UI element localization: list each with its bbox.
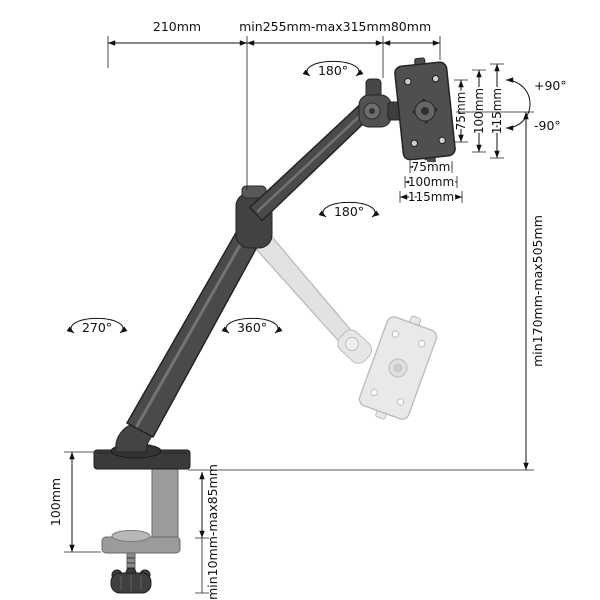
rotation-indicators: 180° 180° 270° 360° [66, 60, 380, 337]
dim-vesa-100-horizontal: 100mm [408, 175, 454, 189]
top-dimension-group: 210mm min255mm-max315mm 80mm [107, 19, 441, 190]
vesa-hole [431, 75, 440, 83]
dim-vesa-75-vertical: 75mm [454, 92, 468, 131]
vesa-hole [404, 77, 412, 86]
dim-extension-range: min255mm-max315mm [239, 19, 391, 34]
clamp-pad-disc [111, 530, 151, 542]
dim-vesa-115-vertical: 115mm [490, 88, 504, 134]
vesa-hole [410, 139, 419, 147]
base-swivel-label: 270° [82, 320, 112, 335]
dim-arm-reach: 210mm [153, 19, 201, 34]
clamp-assembly [93, 443, 191, 594]
desk-thickness-dim: min10mm-max85mm [195, 464, 220, 600]
upper-arm-highlight [256, 110, 366, 213]
tilt-up-label: +90° [534, 78, 567, 93]
vesa-hub-center [421, 107, 429, 115]
vesa-hole [438, 136, 446, 145]
vesa-horizontal-dims: 75mm 100mm 115mm [399, 158, 463, 206]
dim-vesa-100-vertical: 100mm [472, 88, 486, 134]
head-swivel-label: 180° [318, 63, 348, 78]
vesa-rotation-label: 180° [334, 204, 364, 219]
tilt-down-label: -90° [534, 118, 561, 133]
head-bolt-center [369, 108, 375, 114]
ghost-head-bolt [345, 337, 359, 351]
dim-height-range: min170mm-max505mm [530, 215, 545, 367]
dim-vesa-75-horizontal: 75mm [412, 160, 451, 174]
vesa-rotation-arrow [318, 201, 380, 218]
elbow-swivel-label: 360° [237, 320, 267, 335]
base-swivel-arrow [66, 317, 128, 334]
vesa-vertical-dims: 75mm 100mm 115mm [452, 63, 506, 159]
dim-clamp-height: 100mm [48, 478, 63, 526]
dim-desk-thickness: min10mm-max85mm [205, 464, 220, 600]
tilt-range-indicator: +90° -90° [505, 77, 567, 133]
arm [115, 78, 403, 453]
height-range-dim: min170mm-max505mm [188, 111, 545, 471]
head-swivel-arrow [302, 60, 364, 77]
tilt-arc-arrow [505, 77, 531, 131]
lower-arm-highlight [135, 229, 250, 428]
clamp-height-dim: 100mm [48, 451, 101, 553]
vesa-plate [394, 57, 456, 165]
dim-vesa-offset: 80mm [391, 19, 431, 34]
ghost-arm-position [249, 228, 438, 420]
ghost-vesa-plate [358, 315, 438, 420]
clamp-back-bracket [151, 465, 179, 545]
dim-vesa-115-horizontal: 115mm [408, 190, 454, 204]
elbow-swivel-arrow [221, 317, 283, 334]
clamp-knob [110, 567, 152, 594]
